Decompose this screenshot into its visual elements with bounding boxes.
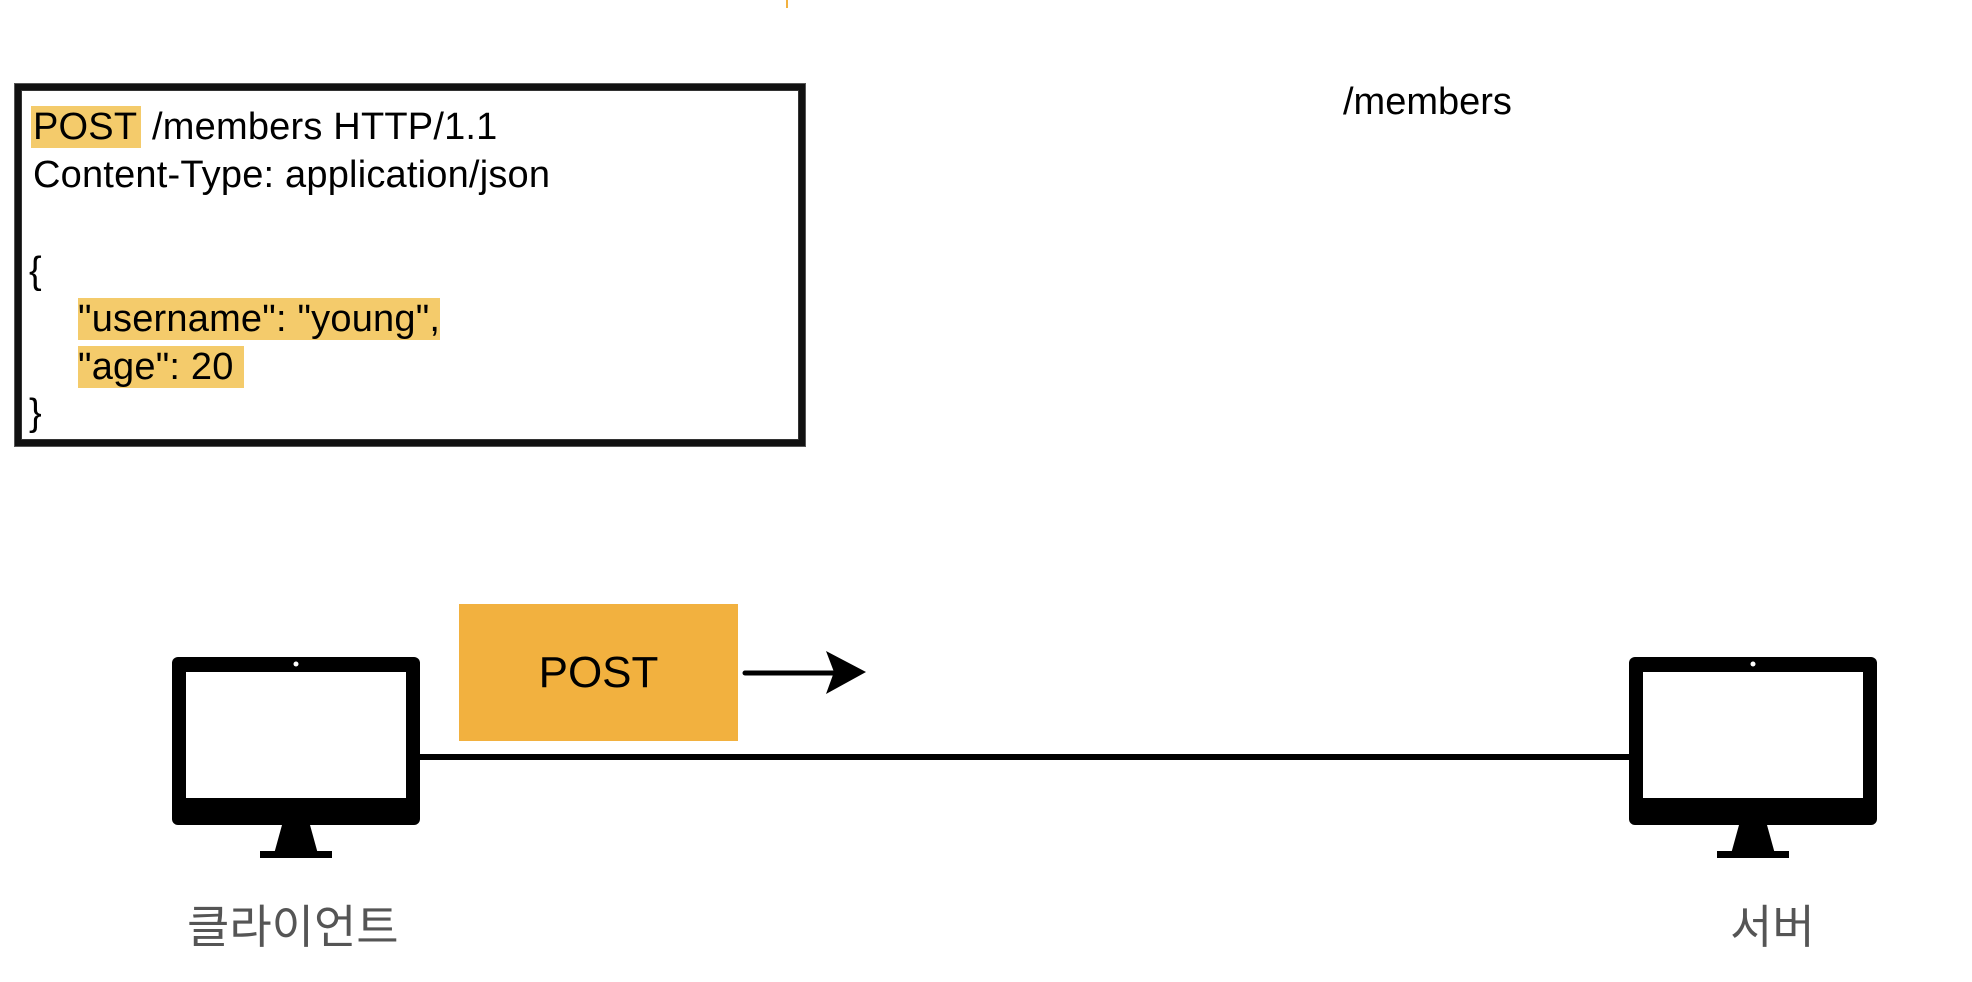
server-label: 서버 [1730,901,1815,953]
request-line: POST /members HTTP/1.1 [31,104,498,150]
client-label: 클라이언트 [187,901,399,953]
post-method-label: POST [538,647,659,697]
content-type-header: Content-Type: application/json [33,154,551,196]
json-open-brace: { [29,250,42,292]
request-direction-arrow-icon [742,651,866,694]
endpoint-label: /members [1343,81,1512,123]
json-age-line: "age": 20 [33,344,244,390]
json-username-line: "username": "young", [33,296,441,342]
json-age-field: "age": 20 [78,346,244,388]
client-monitor-icon [172,657,420,858]
request-target: /members HTTP/1.1 [141,106,498,148]
request-method: POST [31,106,142,148]
json-username-field: "username": "young", [78,298,441,340]
post-method-chip: POST [459,604,738,741]
http-request-box: POST /members HTTP/1.1 Content-Type: app… [15,84,805,446]
top-divider-mark [786,0,788,8]
server-monitor-icon [1629,657,1877,858]
json-close-brace: } [29,392,42,434]
